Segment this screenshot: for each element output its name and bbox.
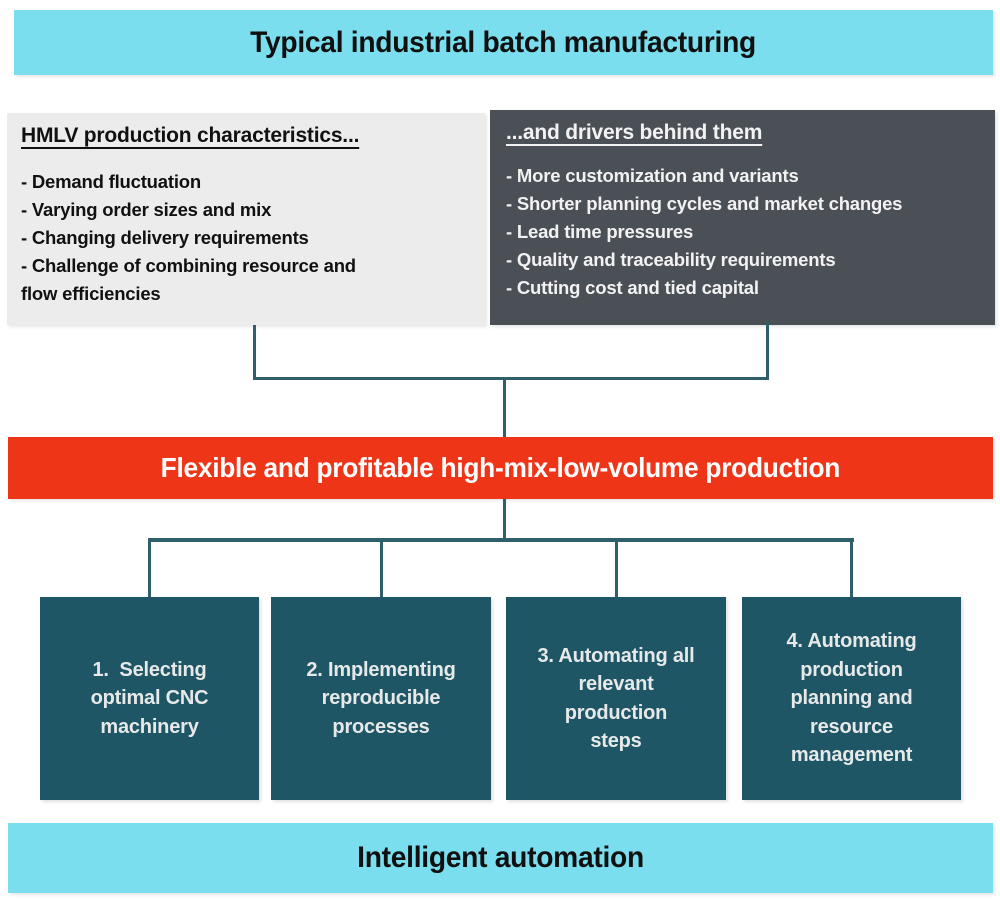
connector-upper-center-drop [503,380,506,437]
solution-box-1: 1. Selecting optimal CNC machinery [40,597,259,800]
solution-box-3: 3. Automating all relevant production st… [506,597,726,800]
top-banner-label: Typical industrial batch manufacturing [250,25,757,59]
connector-lower-center-drop [503,499,506,540]
connector-box2-drop [380,542,383,597]
bottom-banner-label: Intelligent automation [357,841,644,874]
solution-banner-label: Flexible and profitable high-mix-low-vol… [160,452,841,483]
drivers-title: ...and drivers behind them [506,121,763,144]
drivers-item-4: - Quality and traceability requirements [506,249,836,270]
characteristics-panel: HMLV production characteristics... - Dem… [7,113,485,325]
bottom-banner: Intelligent automation [8,823,993,893]
characteristics-item-3: - Changing delivery requirements [21,227,309,248]
drivers-item-5: - Cutting cost and tied capital [506,277,759,298]
connector-upper-horizontal [253,377,769,380]
solution-box-4: 4. Automating production planning and re… [742,597,961,800]
top-banner: Typical industrial batch manufacturing [14,10,993,75]
connector-box3-drop [615,542,618,597]
characteristics-item-1: - Demand fluctuation [21,171,201,192]
drivers-item-1: - More customization and variants [506,165,799,186]
connector-box1-drop [148,542,151,597]
drivers-item-3: - Lead time pressures [506,221,694,242]
solution-box-2: 2. Implementing reproducible processes [271,597,491,800]
connector-right-panel-drop [766,322,769,380]
drivers-panel: ...and drivers behind them - More custom… [490,110,995,325]
solution-banner: Flexible and profitable high-mix-low-vol… [8,437,993,499]
connector-lower-horizontal [148,538,854,542]
characteristics-item-2: - Varying order sizes and mix [21,199,272,220]
connector-box4-drop [850,542,853,597]
drivers-item-2: - Shorter planning cycles and market cha… [506,193,903,214]
characteristics-title: HMLV production characteristics... [21,124,360,147]
characteristics-item-4: - Challenge of combining resource and fl… [21,255,356,304]
connector-left-panel-drop [253,325,256,380]
